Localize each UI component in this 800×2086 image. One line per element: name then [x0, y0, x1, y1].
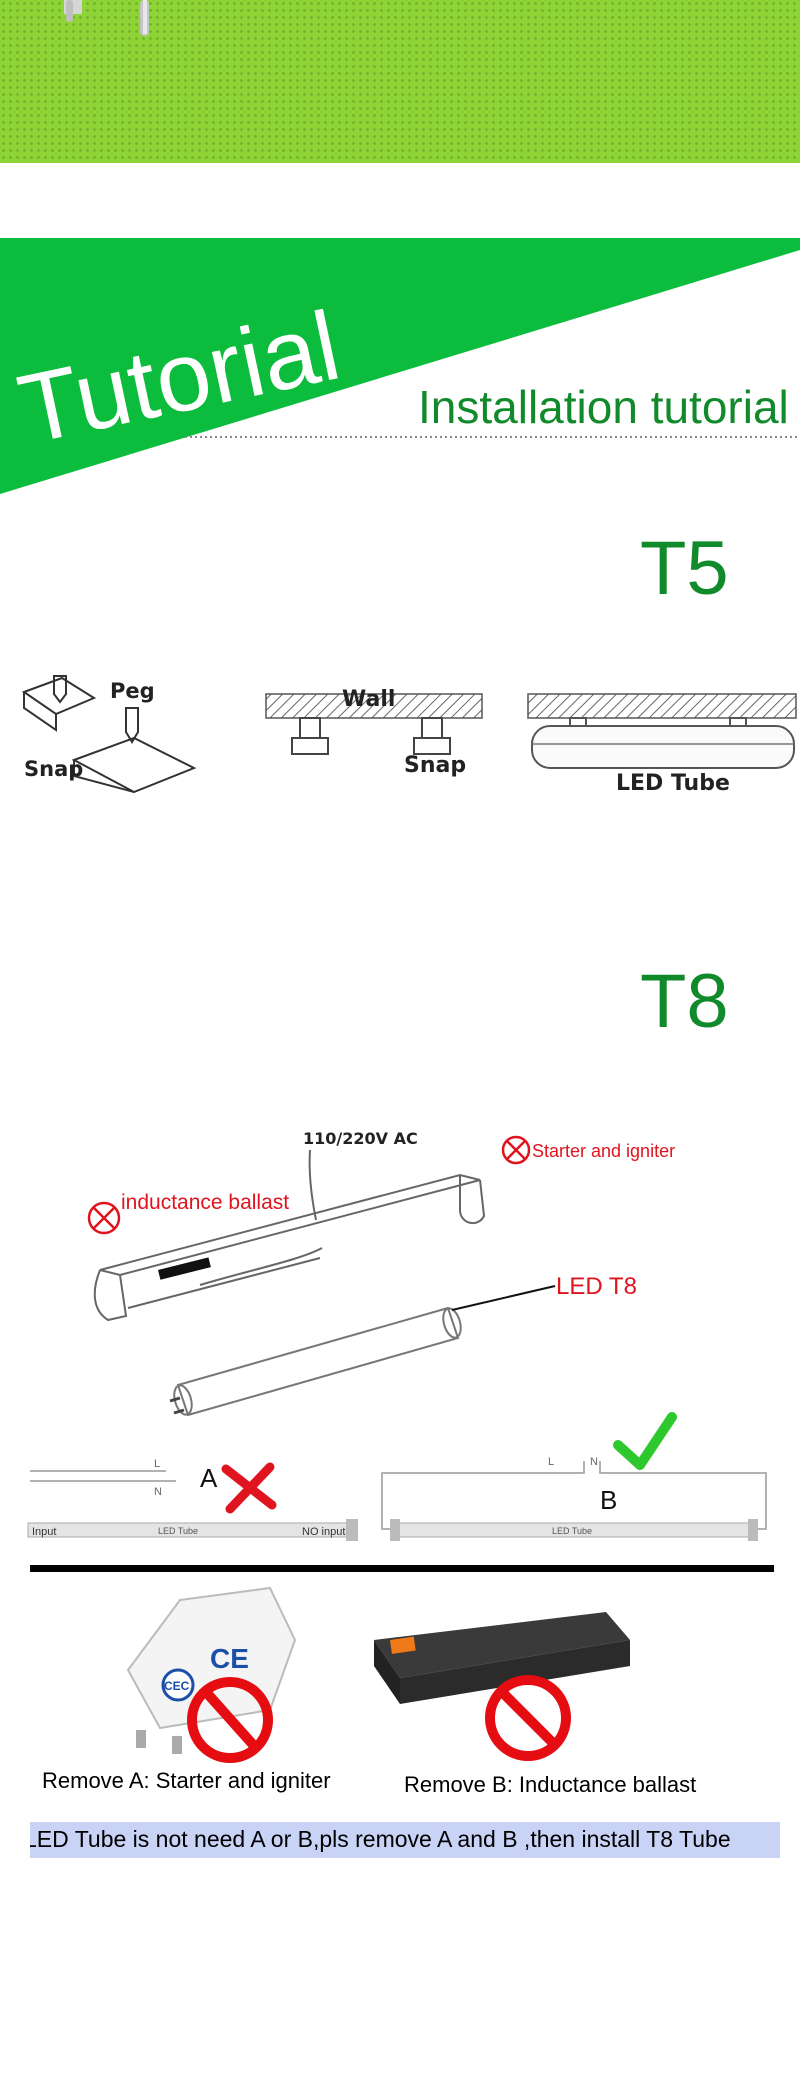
snap-base-left — [291, 737, 329, 755]
power-cable — [308, 1149, 317, 1221]
ballast-x — [93, 1207, 115, 1229]
snap-label-2: Snap — [404, 753, 466, 778]
wire-l-label-b: L — [548, 1456, 554, 1468]
cec-logo: CEC — [164, 1679, 190, 1693]
no-input-label: NO input — [302, 1526, 345, 1538]
tube-end-left — [173, 1384, 193, 1416]
clip-lower — [71, 736, 197, 793]
tube-a-endcap — [346, 1519, 358, 1541]
starter-photo: CEC CE — [126, 1586, 297, 1763]
t5-diagram-tube: LED Tube — [527, 693, 797, 796]
ballast-photo — [374, 1612, 630, 1761]
wall-label: Wall — [342, 687, 395, 712]
section-divider — [30, 1565, 774, 1572]
led-t8-label: LED T8 — [556, 1273, 637, 1300]
t8-fixture-diagram: 110/220V AC Starter and igniter inductan… — [87, 1129, 675, 1417]
tube-pins-illustration — [64, 0, 149, 36]
peg-shape-2 — [53, 675, 67, 704]
wire-l-label-a: L — [154, 1458, 160, 1470]
wiring-b: L N B LED Tube — [381, 1412, 767, 1541]
ballast-side — [374, 1640, 400, 1704]
tube-b-label: LED Tube — [552, 1526, 592, 1536]
tube-b-endcap-right — [748, 1519, 758, 1541]
ceiling-hatch — [527, 693, 797, 719]
prohibited-slash-b — [498, 1688, 558, 1748]
banner-graphic: Tutorial — [0, 238, 800, 494]
clip-upper — [21, 676, 97, 716]
wire-n-label-a: N — [154, 1486, 162, 1498]
t5-diagram-clip: Peg Snap — [21, 675, 197, 793]
t8-wiring-diagram: L N A Input LED Tube NO input L N B LED … — [27, 1412, 767, 1541]
ballast-label: inductance ballast — [121, 1191, 289, 1214]
snap-base-right — [413, 737, 451, 755]
starter-no-icon — [501, 1135, 531, 1165]
ballast-no-icon — [87, 1201, 121, 1235]
led-tube-body — [531, 725, 795, 769]
instruction-note-bar: LED Tube is not need A or B,pls remove A… — [30, 1822, 780, 1858]
peg-label: Peg — [110, 679, 155, 703]
pin-left-tip — [66, 0, 73, 22]
ballast-block — [158, 1257, 211, 1280]
ballast-shape — [199, 1247, 323, 1286]
clip-lower-side — [73, 760, 135, 793]
voltage-label: 110/220V AC — [303, 1129, 418, 1148]
wire-n-label-b: N — [590, 1456, 598, 1468]
t5-heading: T5 — [640, 526, 729, 611]
prohibited-slash-a — [202, 1688, 260, 1752]
remove-b-caption: Remove B: Inductance ballast — [404, 1772, 697, 1797]
tube-a-label: LED Tube — [158, 1526, 198, 1536]
tube-label: LED Tube — [616, 771, 730, 796]
snap-block-right — [421, 717, 443, 739]
ce-mark: CE — [210, 1643, 249, 1674]
housing-bottom-edge — [127, 1257, 321, 1309]
starter-pin-right — [172, 1736, 182, 1754]
wall-hatch — [265, 693, 483, 719]
prohibited-icon-a — [187, 1677, 273, 1763]
led-t8-tube — [173, 1306, 462, 1417]
banner-subtitle: Installation tutorial — [418, 381, 789, 433]
wiring-a: L N A Input LED Tube NO input — [27, 1458, 358, 1541]
cec-logo-ring — [161, 1668, 195, 1702]
snap-block-left — [299, 717, 321, 739]
wire-loop-b — [381, 1461, 767, 1530]
ballast-terminal — [390, 1636, 416, 1654]
t5-diagram-wall: Wall Snap — [265, 687, 483, 778]
instruction-note: LED Tube is not need A or B,pls remove A… — [30, 1826, 731, 1852]
led-leader-line — [451, 1285, 556, 1311]
ballast-front — [400, 1640, 630, 1704]
prohibited-icon-b — [485, 1675, 571, 1761]
ballast-top — [374, 1612, 630, 1678]
snap-label: Snap — [24, 757, 83, 781]
starter-label: Starter and igniter — [532, 1141, 675, 1161]
tube-pins — [169, 1396, 185, 1415]
tube-b-endcap-left — [390, 1519, 400, 1541]
product-photo-background — [0, 0, 800, 163]
wiring-b-letter: B — [600, 1485, 617, 1515]
housing-right-end — [459, 1175, 486, 1225]
tube-end-right — [442, 1307, 462, 1339]
input-label: Input — [32, 1526, 56, 1538]
banner-triangle — [0, 238, 800, 494]
housing-left-end — [93, 1269, 128, 1322]
t8-heading: T8 — [640, 959, 729, 1044]
correct-check-icon — [613, 1412, 677, 1470]
wrong-x-icon — [221, 1462, 277, 1514]
remove-a-caption: Remove A: Starter and igniter — [42, 1768, 331, 1793]
starter-pin-left — [136, 1730, 146, 1748]
clip-upper-side — [23, 692, 57, 732]
tutorial-banner: Tutorial Installation tutorial — [0, 238, 800, 498]
peg-shape — [125, 707, 139, 744]
fixture-housing — [93, 1173, 486, 1322]
wiring-a-letter: A — [200, 1463, 218, 1493]
starter-x — [506, 1140, 526, 1160]
tube-outline — [176, 1306, 460, 1417]
pin-right-highlight — [143, 0, 147, 34]
